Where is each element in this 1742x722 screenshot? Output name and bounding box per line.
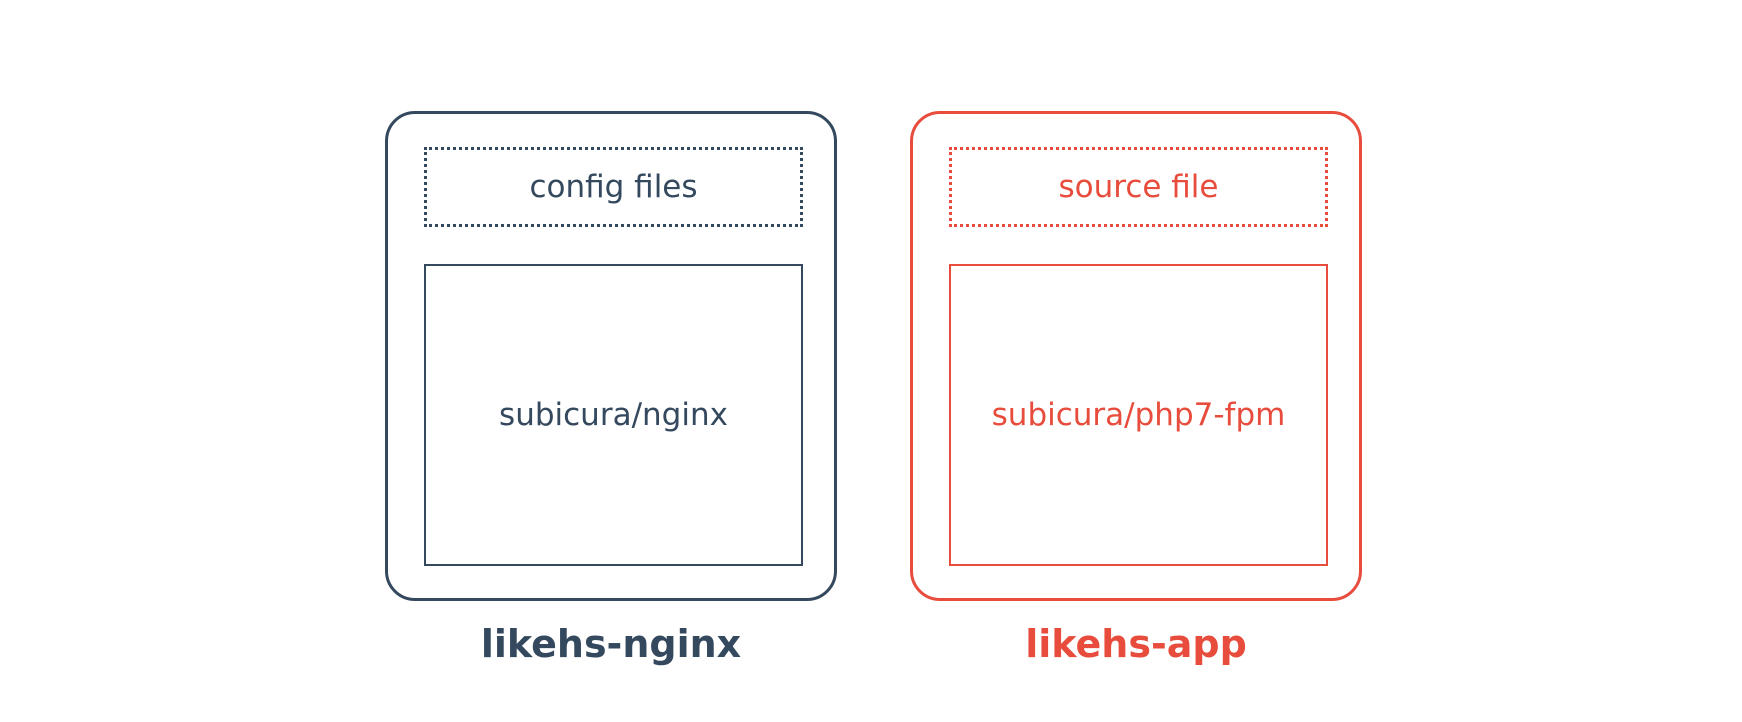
app-volume-label: source file [1058, 169, 1219, 205]
nginx-volume-label: config files [529, 169, 698, 205]
nginx-image-label: subicura/nginx [499, 397, 728, 433]
app-container-box: source file subicura/php7-fpm [910, 111, 1362, 601]
nginx-container-name: likehs-nginx [480, 622, 742, 666]
nginx-container-box: config files subicura/nginx [385, 111, 837, 601]
app-image-box: subicura/php7-fpm [949, 264, 1328, 566]
nginx-image-box: subicura/nginx [424, 264, 803, 566]
app-source-volume: source file [949, 147, 1328, 227]
app-container-name: likehs-app [1025, 622, 1247, 666]
nginx-config-volume: config files [424, 147, 803, 227]
app-image-label: subicura/php7-fpm [991, 397, 1286, 433]
